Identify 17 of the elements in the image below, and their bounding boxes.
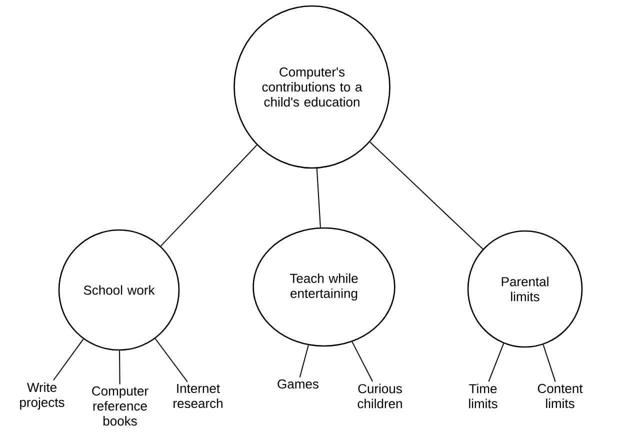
leaf-label: Curious children xyxy=(358,384,402,408)
leaf-label: Games xyxy=(278,379,318,389)
connector-line xyxy=(299,344,309,378)
connector-line xyxy=(316,168,321,228)
connector-line xyxy=(154,338,188,382)
connector-line xyxy=(352,341,374,382)
leaf-label: Internet research xyxy=(174,384,222,408)
connector-line xyxy=(160,144,258,247)
connector-line xyxy=(52,338,84,381)
leaf-label: Time limits xyxy=(469,384,498,408)
connector-line xyxy=(369,141,484,250)
leaf-label: Write projects xyxy=(20,382,64,410)
connector-line xyxy=(119,350,120,385)
leaf-label: Content limits xyxy=(538,384,583,408)
connector-line xyxy=(542,344,556,382)
connector-line xyxy=(488,342,504,382)
leaf-label: Computer reference books xyxy=(92,386,148,426)
